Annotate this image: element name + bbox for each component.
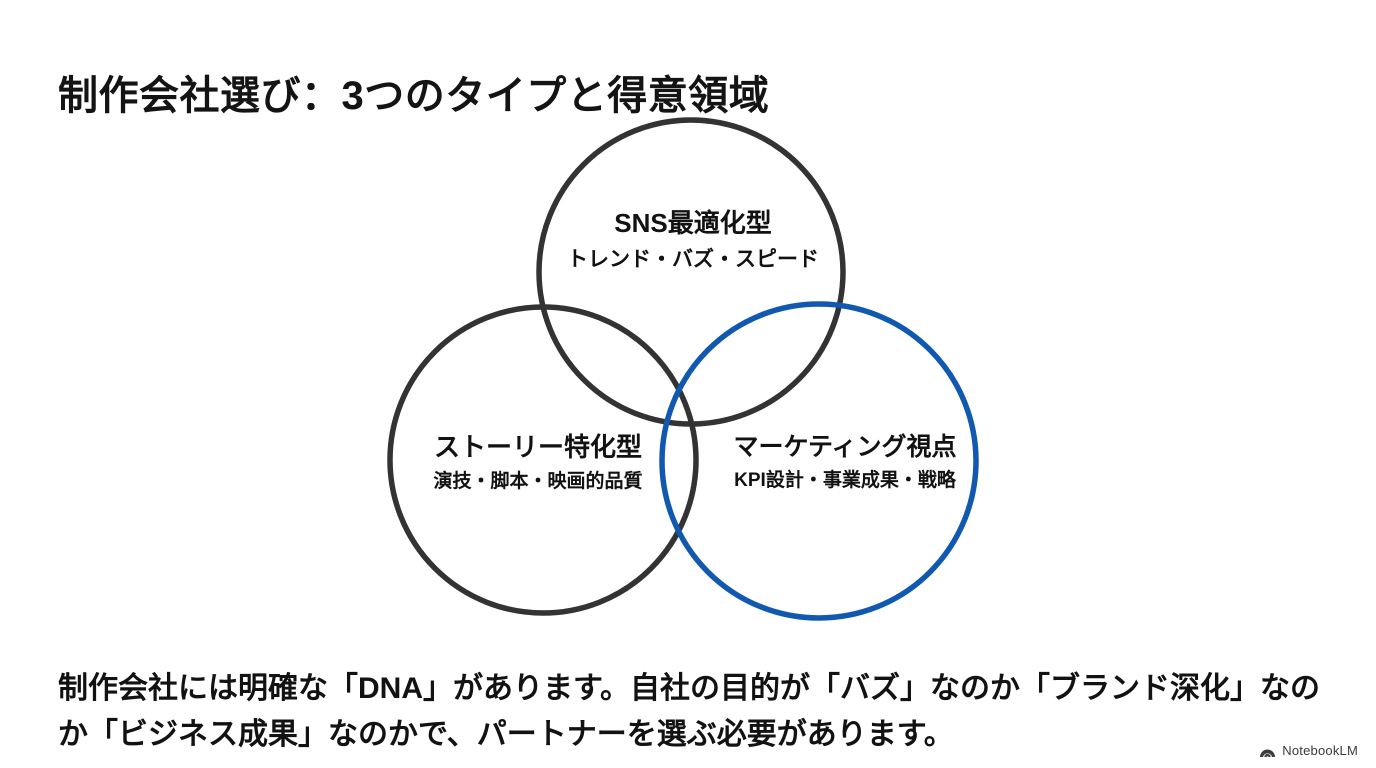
slide-caption: 制作会社には明確な「DNA」があります。自社の目的が「バズ」なのか「ブランド深化… bbox=[58, 672, 1320, 751]
venn-label-left: ストーリー特化型 演技・脚本・映画的品質 bbox=[398, 431, 678, 495]
venn-label-top-title: SNS最適化型 bbox=[614, 208, 772, 238]
notebooklm-watermark-label: NotebookLM bbox=[1282, 743, 1358, 758]
notebooklm-watermark: NotebookLM bbox=[1259, 743, 1358, 758]
venn-label-top: SNS最適化型 トレンド・バズ・スピード bbox=[543, 207, 843, 274]
venn-circle-left bbox=[387, 304, 699, 616]
venn-label-right: マーケティング視点 KPI設計・事業成果・戦略 bbox=[700, 431, 990, 493]
venn-label-top-subtitle: トレンド・バズ・スピード bbox=[567, 248, 819, 272]
venn-label-right-title: マーケティング視点 bbox=[733, 433, 957, 461]
venn-label-left-subtitle: 演技・脚本・映画的品質 bbox=[433, 471, 643, 493]
venn-label-left-title: ストーリー特化型 bbox=[433, 432, 642, 462]
venn-circle-right bbox=[659, 301, 979, 621]
notebooklm-spiral-icon bbox=[1260, 749, 1276, 757]
venn-circle-top bbox=[536, 117, 846, 427]
venn-label-right-subtitle: KPI設計・事業成果・戦略 bbox=[734, 470, 956, 491]
page-title: 制作会社選び：3つのタイプと得意領域 bbox=[58, 73, 770, 118]
